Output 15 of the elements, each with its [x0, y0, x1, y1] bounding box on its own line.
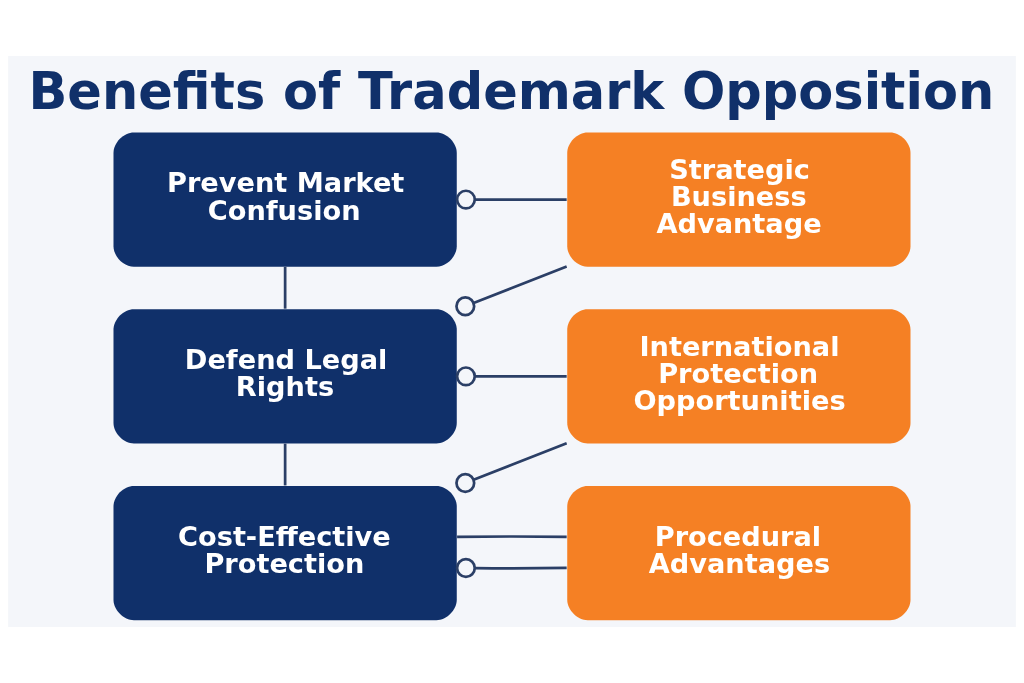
- connector: [455, 189, 567, 210]
- node-box: Procedural Advantages: [567, 485, 911, 621]
- node-box: Prevent Market Confusion: [113, 132, 457, 267]
- node-box: Defend Legal Rights: [113, 309, 457, 444]
- node-box: Strategic Business Advantage: [567, 132, 911, 267]
- connector: [457, 535, 567, 539]
- node-box: International Protection Opportunities: [567, 309, 911, 444]
- connector: [455, 265, 568, 317]
- connector: [455, 366, 567, 387]
- connector: [455, 557, 567, 579]
- connector: [283, 443, 287, 486]
- diagram-title: Benefits of Trademark Opposition: [28, 61, 995, 121]
- connector: [283, 266, 287, 309]
- node-box: Cost-Effective Protection: [113, 485, 457, 621]
- connector: [455, 441, 568, 494]
